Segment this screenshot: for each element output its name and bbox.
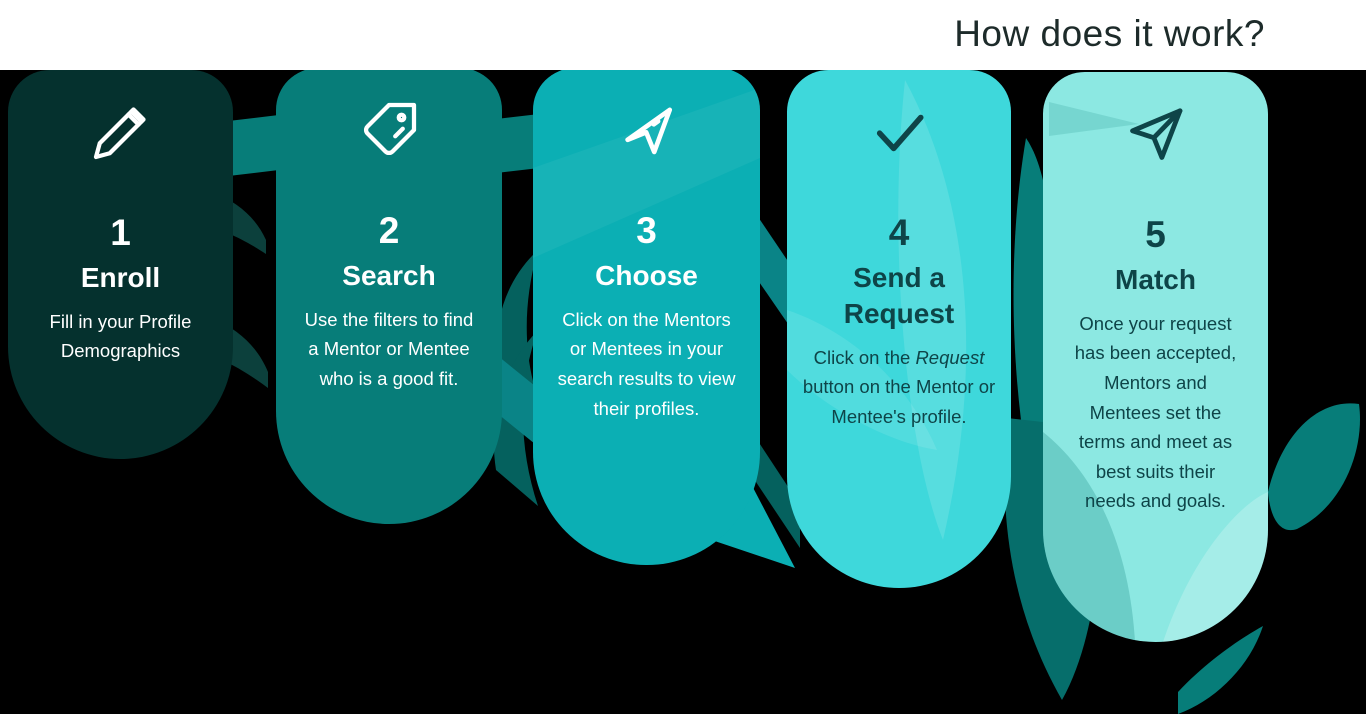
step-number: 3 [636, 210, 657, 251]
tag-icon [359, 98, 419, 162]
step-title: Search [342, 260, 436, 291]
step-number: 1 [110, 212, 131, 253]
step-title: Enroll [80, 262, 161, 293]
pencil-icon [91, 100, 151, 164]
paper-plane-icon [1124, 102, 1188, 166]
ribbon-step1-step2 [220, 114, 287, 177]
step-description: Click on the Mentors or Mentees in your … [557, 308, 736, 419]
step-title: Send a Request [843, 262, 955, 329]
step-card-choose: 3 Choose Click on the Mentors or Mentees… [533, 68, 760, 565]
step-title: Choose [595, 260, 698, 291]
leaf-bottom-right [1178, 626, 1263, 714]
ribbon-step3-step4-lower [752, 432, 800, 548]
page-title: How does it work? [954, 13, 1265, 54]
step-number: 5 [1145, 214, 1166, 255]
step-description: Once your request has been accepted, Men… [1074, 312, 1237, 512]
step-description: Use the filters to find a Mentor or Ment… [304, 308, 474, 390]
step-description: Click on the Request button on the Mento… [802, 346, 996, 427]
ribbon-step2-step3-lower [498, 356, 540, 448]
step-card-search: 2 Search Use the filters to find a Mento… [276, 68, 502, 524]
check-icon [870, 100, 928, 164]
step-number: 2 [378, 210, 400, 251]
watermark-leaf [787, 80, 967, 540]
step-card-send-request: 4 Send a Request Click on the Request bu… [787, 70, 1011, 588]
header-band: How does it work? [0, 0, 1366, 70]
leaf-right-of-step5 [1268, 403, 1361, 531]
step-card-match: 5 Match Once your request has been accep… [1043, 72, 1268, 642]
step-number: 4 [888, 212, 910, 253]
step3-tail [676, 478, 795, 568]
step-card-enroll: 1 Enroll Fill in your Profile Demographi… [8, 70, 233, 459]
step-description: Fill in your Profile Demographics [49, 310, 192, 362]
watermark-leaf [1043, 102, 1268, 642]
cursor-arrow-icon [616, 98, 678, 162]
step-title: Match [1115, 264, 1196, 295]
watermark-sweep [533, 88, 760, 258]
